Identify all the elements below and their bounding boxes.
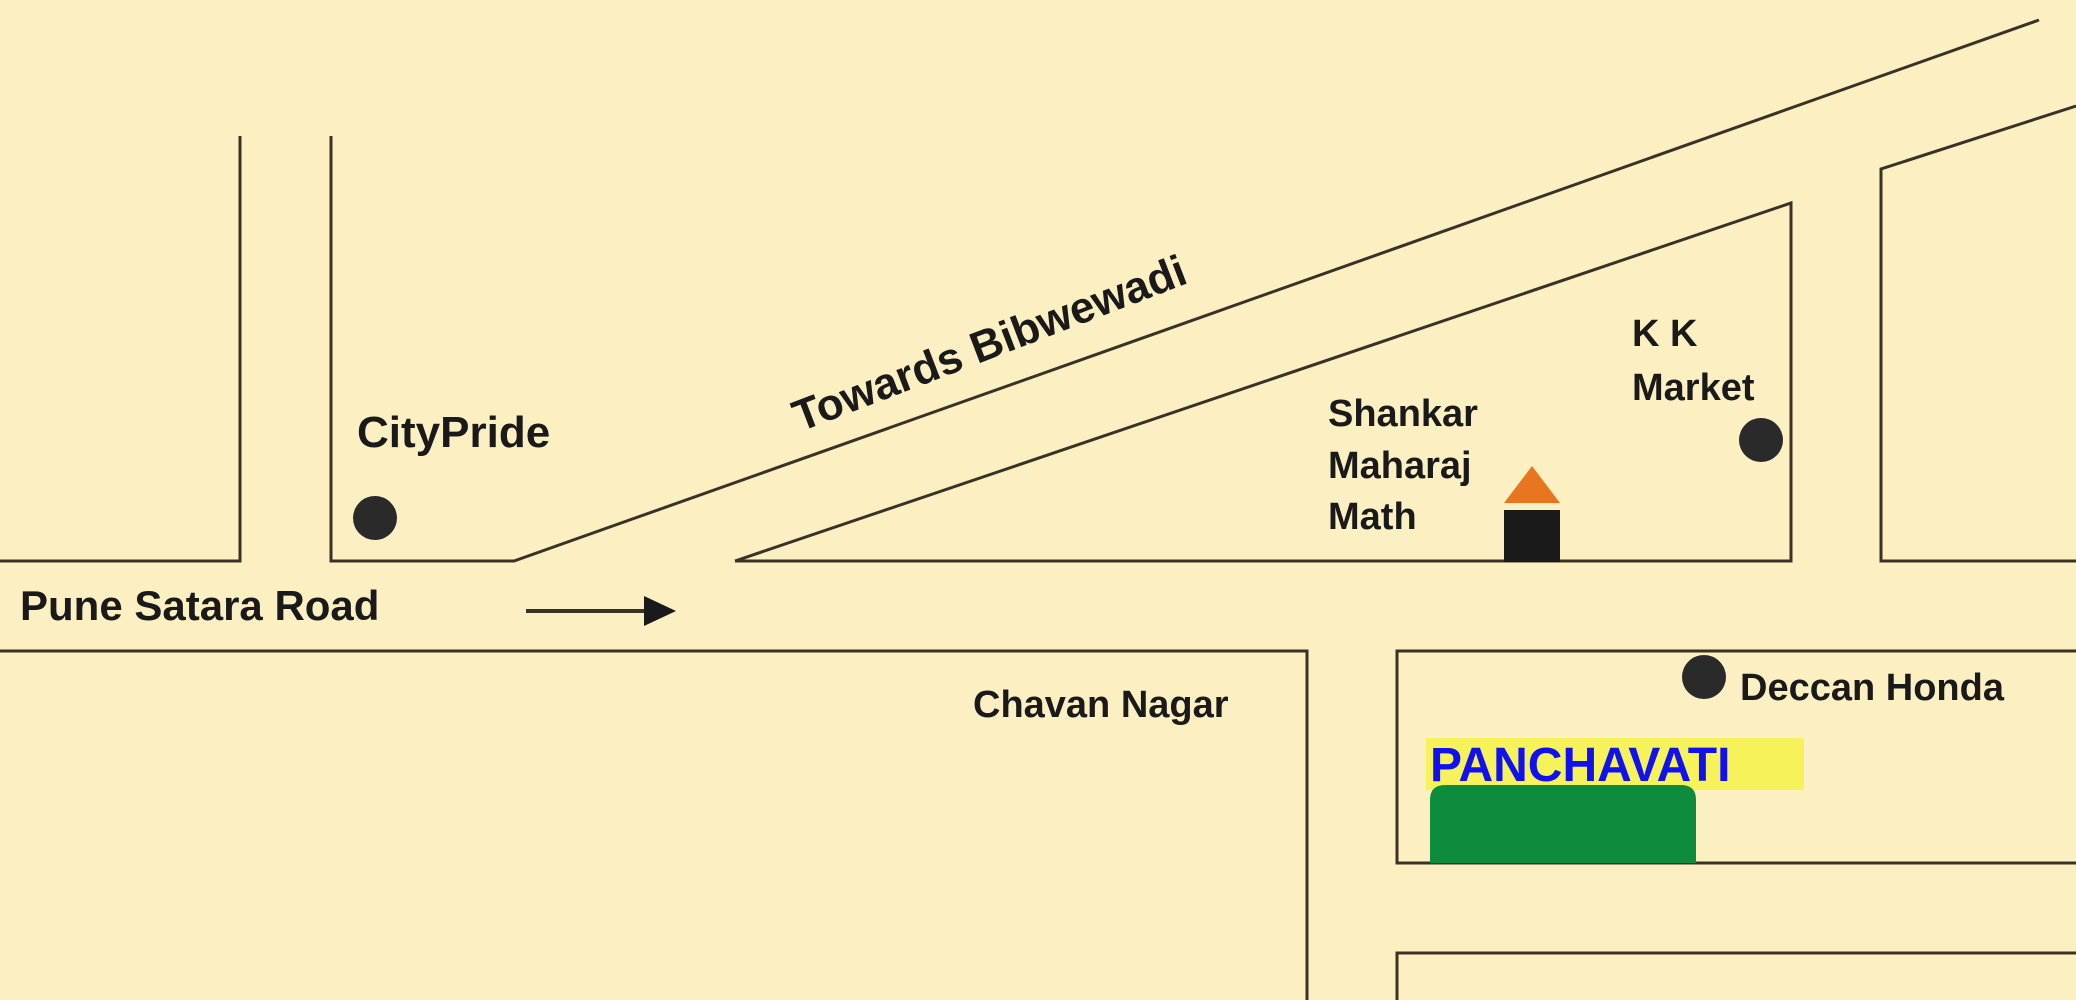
road-edge-math-block (734, 200, 1793, 563)
panchavati-label: PANCHAVATI (1430, 739, 1730, 792)
pune-satara-road-label: Pune Satara Road (20, 582, 379, 629)
deccan-honda-label: Deccan Honda (1740, 667, 2005, 709)
road-edge-citypride-block (329, 18, 2040, 563)
kk-market-marker-icon (1739, 418, 1783, 462)
kk-market-label: K K Market (1632, 313, 1755, 409)
temple-icon (1504, 466, 1560, 562)
panchavati-site-block (1430, 785, 1696, 863)
citypride-marker-icon (353, 496, 397, 540)
shankar-maharaj-math-line: Shankar (1328, 393, 1478, 435)
road-lines (0, 18, 2076, 1000)
kk-market-line: K K (1632, 313, 1698, 355)
direction-arrow-icon (526, 596, 676, 626)
citypride-label: CityPride (357, 408, 550, 457)
shankar-maharaj-math-line: Maharaj (1328, 445, 1472, 487)
shankar-maharaj-math-line: Math (1328, 496, 1417, 538)
shankar-maharaj-math-label: Shankar Maharaj Math (1328, 393, 1489, 538)
chavan-nagar-label: Chavan Nagar (973, 684, 1229, 726)
road-edge-panchavati-block (1395, 649, 2076, 865)
road-edge-lower-block (1395, 951, 2076, 1000)
road-edge-left-block (0, 136, 242, 563)
panchavati-highlight (1426, 738, 1804, 790)
deccan-honda-marker-icon (1682, 655, 1726, 699)
road-edge-right-block (1879, 104, 2076, 563)
kk-market-line: Market (1632, 367, 1755, 409)
road-edge-pune-satara-south (0, 649, 1309, 1000)
